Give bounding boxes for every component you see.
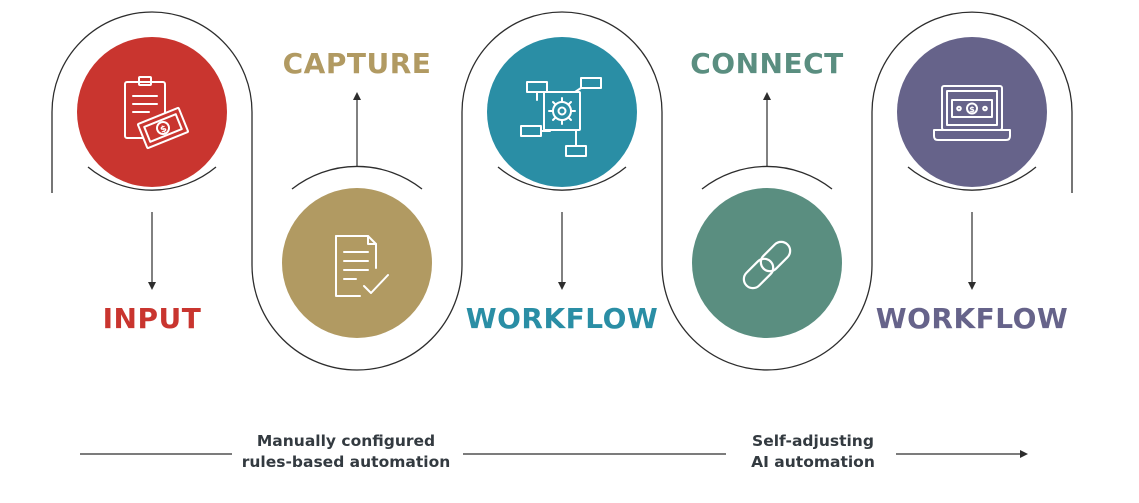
circle-workflow bbox=[487, 37, 637, 187]
step-label-capture: CAPTURE bbox=[282, 47, 432, 80]
inner-arc-workflow bbox=[497, 166, 627, 191]
clipboard-money-icon: $ bbox=[124, 76, 189, 149]
inner-arc-capture bbox=[291, 165, 423, 190]
circle-workflow-2 bbox=[897, 37, 1047, 187]
flowchart-gear-icon bbox=[520, 77, 602, 157]
step-label-workflow: WORKFLOW bbox=[465, 302, 659, 335]
svg-text:$: $ bbox=[159, 124, 169, 136]
step-label-connect: CONNECT bbox=[690, 47, 844, 80]
inner-arc-workflow-2 bbox=[907, 166, 1037, 191]
inner-arc-input bbox=[87, 166, 217, 191]
inner-arc-connect bbox=[701, 165, 833, 190]
circle-input bbox=[77, 37, 227, 187]
circle-connect bbox=[692, 188, 842, 338]
caption-ai-line2: AI automation bbox=[751, 453, 875, 471]
svg-text:$: $ bbox=[969, 105, 975, 114]
document-check-icon bbox=[335, 235, 389, 297]
step-label-workflow-2: WORKFLOW bbox=[875, 302, 1069, 335]
caption-manual-line1: Manually configured bbox=[256, 432, 436, 450]
step-label-input: INPUT bbox=[102, 302, 202, 335]
caption-ai-automation: Self-adjusting AI automation bbox=[751, 431, 875, 473]
serpentine-path bbox=[51, 11, 1073, 371]
caption-manual-automation: Manually configured rules-based automati… bbox=[242, 431, 451, 473]
chain-link-icon bbox=[742, 240, 792, 290]
circle-capture bbox=[282, 188, 432, 338]
caption-ai-line1: Self-adjusting bbox=[752, 432, 874, 450]
laptop-money-icon: $ bbox=[933, 85, 1011, 141]
caption-manual-line2: rules-based automation bbox=[241, 453, 451, 471]
